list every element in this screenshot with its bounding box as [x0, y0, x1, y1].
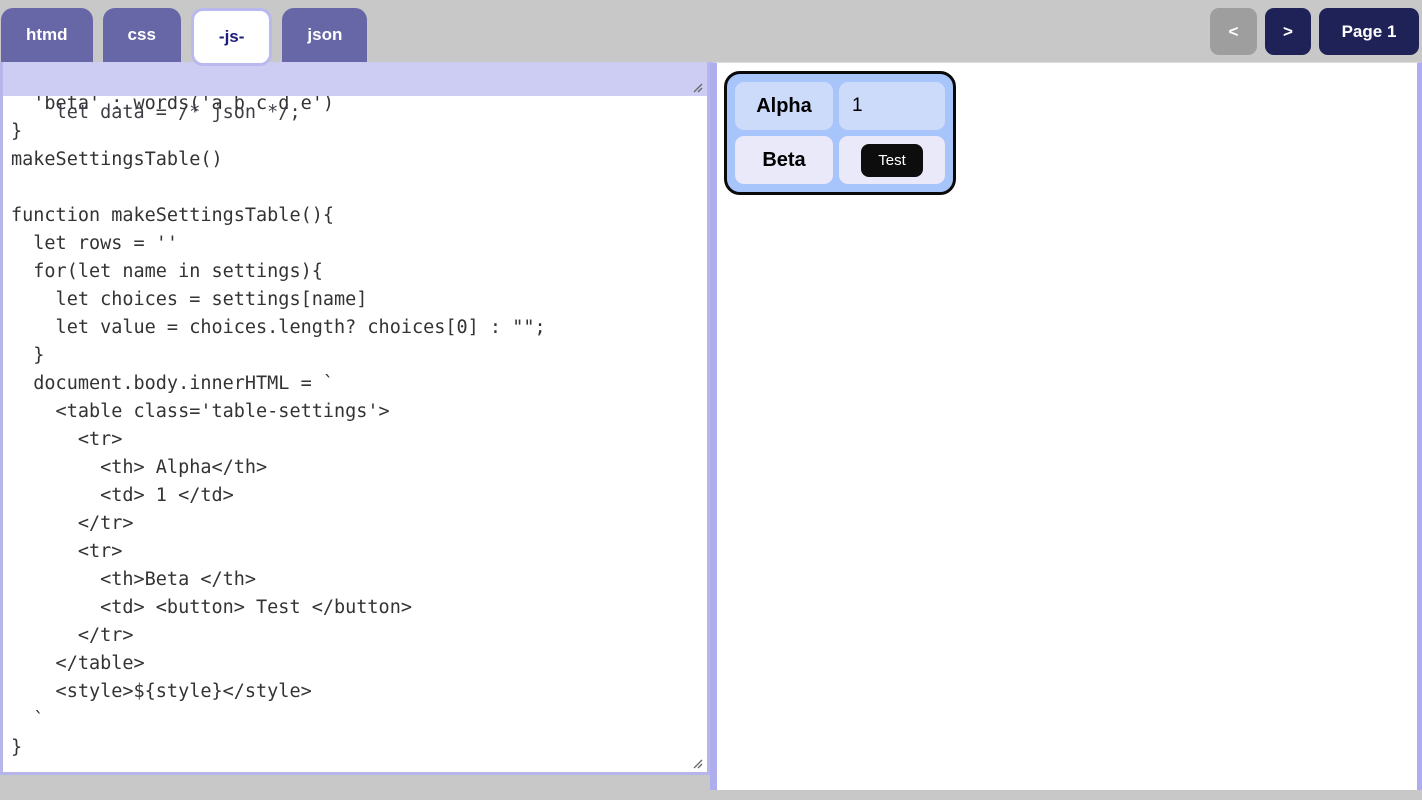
code-editor[interactable]: 'beta' : words('a b c d e')} makeSettings…	[3, 62, 707, 772]
code-line: }	[11, 345, 45, 366]
row-value-cell: 1	[839, 82, 945, 130]
page-indicator-button[interactable]: Page 1	[1319, 8, 1419, 55]
tab-json[interactable]: json	[282, 8, 368, 62]
code-line	[11, 174, 707, 202]
code-line: }	[11, 118, 707, 146]
code-line: <td> 1 </td>	[11, 485, 234, 506]
row-header-cell: Alpha	[735, 82, 833, 130]
code-line: document.body.innerHTML = `	[11, 373, 335, 394]
code-line: <tr>	[11, 429, 123, 450]
prev-page-button[interactable]: <	[1210, 8, 1257, 55]
next-page-button[interactable]: >	[1265, 8, 1311, 55]
code-line: </tr>	[11, 513, 134, 534]
preview-pane: Alpha 1 Beta Test	[710, 62, 1422, 790]
code-line: let value = choices.length? choices[0] :…	[11, 317, 546, 338]
editor-panel: 'beta' : words('a b c d e')} makeSettings…	[0, 62, 710, 775]
code-line: <style>${style}</style>	[11, 681, 312, 702]
code-line: let rows = ''	[11, 233, 179, 254]
code-line: `	[11, 709, 45, 730]
code-line: }	[11, 737, 23, 758]
tab-css[interactable]: css	[102, 8, 181, 62]
code-line: let choices = settings[name]	[11, 289, 368, 310]
row-value-text: 1	[852, 95, 863, 116]
test-button[interactable]: Test	[861, 143, 923, 177]
tab-js[interactable]: -js-	[190, 8, 273, 66]
tab-bar: htmd css -js- json < > Page 1	[0, 0, 1422, 66]
data-declaration-input[interactable]: let data = /* json */;	[3, 62, 707, 123]
code-line: <table class='table-settings'>	[11, 401, 390, 422]
settings-table: Alpha 1 Beta Test	[724, 71, 956, 195]
code-line: <th> Alpha</th>	[11, 457, 268, 478]
code-line: makeSettingsTable()	[11, 149, 223, 170]
table-row: Beta Test	[735, 136, 945, 184]
resize-grip-icon[interactable]	[691, 81, 703, 93]
tab-strip: htmd css -js- json	[1, 8, 368, 66]
tab-htmd[interactable]: htmd	[1, 8, 93, 62]
table-row: Alpha 1	[735, 82, 945, 130]
code-line: function makeSettingsTable(){	[11, 205, 335, 226]
code-line: <tr>	[11, 541, 123, 562]
pager-controls: < > Page 1	[1210, 8, 1419, 55]
resize-grip-icon[interactable]	[691, 757, 703, 769]
code-line: 'beta' : words('a b c d e')	[11, 90, 707, 118]
code-lines: 'beta' : words('a b c d e')} makeSettings…	[3, 62, 707, 762]
code-line: for(let name in settings){	[11, 261, 323, 282]
code-line: </tr>	[11, 625, 134, 646]
row-value-cell: Test	[839, 136, 945, 184]
code-line: <th>Beta </th>	[11, 569, 257, 590]
code-line: <td> <button> Test </button>	[11, 597, 412, 618]
code-line: </table>	[11, 653, 145, 674]
row-header-cell: Beta	[735, 136, 833, 184]
data-declaration-text: let data = /* json */;	[55, 102, 301, 123]
